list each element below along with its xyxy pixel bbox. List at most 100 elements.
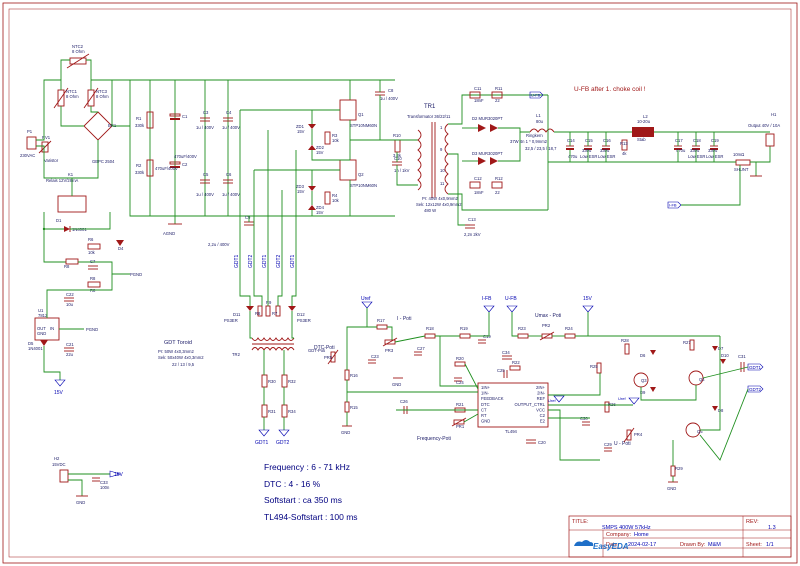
c30-label: C30	[580, 416, 588, 421]
c17-label: C17	[675, 138, 683, 143]
ifb-net-out: I-FB	[669, 203, 677, 208]
gnd-ctrl-2: GND	[392, 382, 401, 387]
rev-label: REV:	[746, 519, 759, 525]
gdt-net-5: GDT1	[290, 254, 296, 268]
tr2-label: TR2	[232, 352, 241, 357]
r3-label: R3	[332, 133, 338, 138]
r29-label: R29	[675, 466, 683, 471]
svg-text:470u: 470u	[568, 154, 578, 159]
c26-label: C26	[400, 399, 408, 404]
svg-text:1N4001: 1N4001	[28, 346, 43, 351]
svg-text:10-20u: 10-20u	[637, 119, 651, 124]
relay-label: Relais 12V/28mA	[46, 178, 79, 183]
svg-text:330u: 330u	[708, 148, 718, 153]
svg-text:8 Ohm: 8 Ohm	[66, 94, 79, 99]
r26-label: R26	[608, 402, 616, 407]
r12-label: R12	[495, 176, 503, 181]
svg-text:1u / 400V: 1u / 400V	[222, 125, 240, 130]
svg-text:1u / 400V: 1u / 400V	[380, 96, 398, 101]
svg-text:330u: 330u	[582, 148, 592, 153]
ifb-net: I-FB	[482, 296, 492, 302]
c16-label: C16	[603, 138, 611, 143]
pr4-label: PR4	[634, 432, 643, 437]
d7-label: D7	[718, 346, 724, 351]
zd1-label: ZD1	[296, 124, 305, 129]
svg-text:1N4001: 1N4001	[72, 227, 87, 232]
shunt-value: 10mΩ	[733, 152, 744, 157]
gdt-net-1: GDT1	[234, 254, 240, 268]
r30-label: R30	[268, 379, 276, 384]
gdt-net-3: GDT1	[262, 254, 268, 268]
c8-label: C8	[388, 88, 394, 93]
ntc2-label: NTC2	[72, 44, 84, 49]
easyeda-logo: EasyEDA	[574, 540, 629, 551]
svg-text:11: 11	[440, 181, 445, 186]
r7-gdt-label: R7	[272, 311, 278, 316]
c7-aux-label: C7	[90, 259, 96, 264]
pgnd-label-2: PGND	[86, 327, 98, 332]
svg-text:15V: 15V	[297, 129, 305, 134]
uref-net-2: Uref	[618, 396, 626, 401]
tl494-pin-left: 1IN+	[481, 385, 491, 390]
tl494-pin-right: VCC	[536, 407, 545, 412]
svg-text:37W 4n 1 * 0,9mm2: 37W 4n 1 * 0,9mm2	[510, 139, 548, 144]
pr1-label: PR1	[456, 424, 465, 429]
freq-poti-label: Frequency-Poti	[417, 436, 451, 442]
svg-text:Pr: 50W 4x0,3mm2: Pr: 50W 4x0,3mm2	[158, 349, 195, 354]
r2-label: R2	[136, 163, 142, 168]
svg-text:Ringkern: Ringkern	[526, 133, 543, 138]
c2-label: C2	[182, 162, 188, 167]
tl494-pin-right: 2IN+	[536, 385, 546, 390]
c22-label: C22	[66, 292, 74, 297]
svg-text:18nF: 18nF	[474, 98, 484, 103]
q4-label: Q4	[699, 377, 705, 382]
c10-label: C10	[394, 156, 402, 161]
svg-text:22 / 13 / 9,5: 22 / 13 / 9,5	[172, 362, 195, 367]
spec-tl494-softstart: TL494-Softstart : 100 ms	[264, 512, 358, 522]
c14-label: C14	[567, 138, 575, 143]
aux-supply-section: R8 R6 10k D4 C7 R8 R8 PGND U1 7812 OUTGN…	[28, 229, 142, 505]
svg-text:330k: 330k	[135, 123, 145, 128]
svg-text:10k: 10k	[88, 250, 96, 255]
gnd-ctrl-3: GND	[667, 486, 676, 491]
svg-text:15V: 15V	[297, 189, 305, 194]
tl494-pin-left: DTC	[481, 402, 490, 407]
dtc-poti-label: DTC-Poti	[314, 345, 335, 351]
title-label: TITLE:	[572, 519, 589, 525]
svg-text:2,2u / 400V: 2,2u / 400V	[208, 242, 230, 247]
c5-label: C5	[203, 172, 209, 177]
tr1-power: 480 W	[424, 208, 436, 213]
svg-text:Low ESR: Low ESR	[688, 154, 705, 159]
svg-text:9: 9	[440, 147, 443, 152]
shunt-label: SHUNT	[734, 167, 749, 172]
d3-label: D3 MUR3020PT	[472, 151, 503, 156]
c18-label: C18	[693, 138, 701, 143]
svg-text:10k: 10k	[332, 198, 340, 203]
svg-text:2,2n 2kV: 2,2n 2kV	[464, 232, 481, 237]
tl494-pin-left: GND	[481, 419, 490, 424]
r19-label: R19	[460, 326, 468, 331]
title-block: TITLE: SMPS 400W 57kHz REV: 1.3 Company:…	[568, 515, 792, 558]
pgnd-label: PGND	[130, 272, 142, 277]
svg-text:STP10NM60N: STP10NM60N	[350, 183, 377, 188]
r17-label: R17	[377, 318, 385, 323]
svg-text:80u: 80u	[536, 119, 544, 124]
d11-label: D11	[233, 312, 241, 317]
r27-label: R27	[683, 340, 691, 345]
r9-gdt-label: R9	[266, 300, 272, 305]
svg-text:8 Ohm: 8 Ohm	[72, 49, 85, 54]
company-value: Home	[634, 532, 649, 538]
svg-text:10k: 10k	[332, 138, 340, 143]
svg-text:330u: 330u	[600, 148, 610, 153]
ntc3-label: NTC3	[96, 89, 108, 94]
c25-label: C25	[497, 368, 505, 373]
gdt1-ctrl-net: GDT1	[749, 365, 761, 370]
u1-label: U1	[38, 308, 44, 313]
d5-label: D5	[28, 341, 34, 346]
svg-text:10: 10	[440, 168, 445, 173]
svg-text:22u: 22u	[66, 352, 74, 357]
svg-text:8 Ohm: 8 Ohm	[96, 94, 109, 99]
c23-label: C23	[371, 354, 379, 359]
svg-text:22: 22	[495, 190, 500, 195]
gdt2-ctrl-net: GDT2	[749, 387, 761, 392]
